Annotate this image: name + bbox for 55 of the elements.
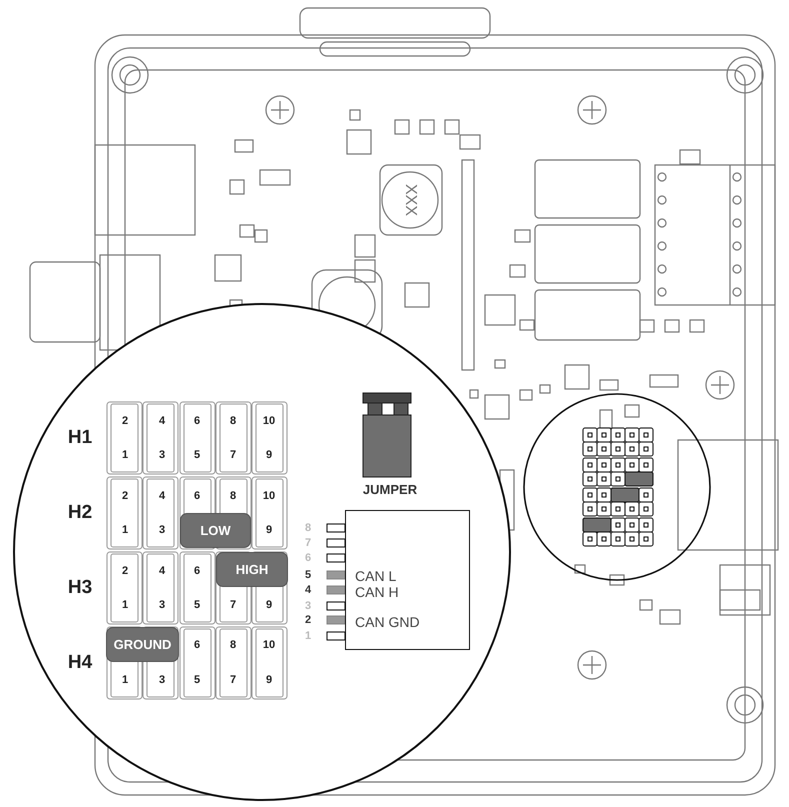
pin-number: 9 [266,674,272,686]
header-name: H2 [68,502,92,524]
signal-name: CAN L [355,568,396,584]
pin-number: 1 [122,674,128,686]
header-name: H4 [68,652,92,674]
pin-number: 3 [158,524,166,536]
pin-number: 10 [262,415,276,427]
pin-number: 6 [194,565,200,577]
pin-pair-label: GROUND [106,627,179,662]
pin-number: 1 [304,630,312,642]
pin-number: 8 [230,415,236,427]
pin-number: 5 [194,599,200,611]
signal-name: CAN H [355,584,399,600]
pin-number: 2 [122,490,128,502]
pin-number: 2 [304,614,312,626]
jumper-label: JUMPER [362,482,418,497]
pin-number: 8 [304,522,312,534]
pin-number: 8 [230,490,236,502]
header-name: H1 [68,427,92,449]
pin-number: 2 [122,415,128,427]
header-name: H3 [68,577,92,599]
pin-number: 4 [304,584,312,596]
pin-number: 10 [262,639,276,651]
pin-number: 8 [230,639,236,651]
pin-number: 3 [304,600,312,612]
pin-number: 1 [122,449,128,461]
pin-number: 6 [194,490,200,502]
pin-number: 7 [304,537,312,549]
pin-pair-label: LOW [180,513,251,548]
pin-number: 7 [230,449,236,461]
pin-number: 6 [304,552,312,564]
pin-number: 3 [158,449,166,461]
connector-block [345,510,470,650]
pin-number: 5 [304,569,312,581]
pin-number: 1 [122,599,128,611]
pin-pair-label: HIGH [216,552,288,587]
pin-number: 9 [266,449,272,461]
pin-number: 6 [194,639,200,651]
signal-name: CAN GND [355,614,420,630]
pin-number: 4 [158,415,166,427]
part-marking: XXX [401,184,419,216]
pin-number: 4 [158,565,166,577]
pin-number: 7 [230,674,236,686]
pin-number: 4 [158,490,166,502]
pin-number: 2 [122,565,128,577]
pin-number: 7 [230,599,236,611]
pin-number: 6 [194,415,200,427]
pin-number: 1 [122,524,128,536]
pin-number: 5 [194,674,200,686]
pin-number: 5 [194,449,200,461]
pin-number: 9 [266,524,272,536]
pin-number: 3 [158,674,166,686]
pin-number: 3 [158,599,166,611]
pin-number: 10 [262,490,276,502]
pin-number: 9 [266,599,272,611]
